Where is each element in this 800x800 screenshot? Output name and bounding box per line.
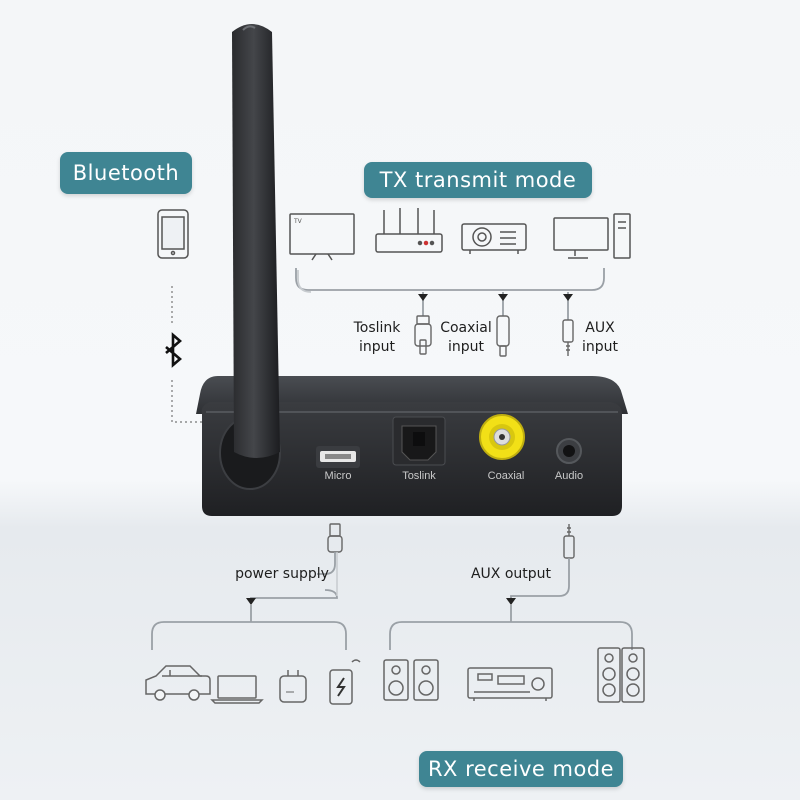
tv-icon: TV: [289, 213, 355, 261]
coaxial-port: [479, 414, 525, 460]
aux-output-label: AUX output: [470, 566, 552, 582]
aux-plug-icon: [562, 319, 574, 356]
audio-port-label: Audio: [554, 470, 584, 482]
toslink-port: [392, 416, 446, 466]
pc-monitor-icon: [553, 213, 631, 259]
toslink-input-label: Toslink input: [353, 320, 401, 355]
aux-input-label: AUX input: [581, 320, 618, 355]
coaxial-input-label: Coaxial input: [440, 320, 492, 355]
rx-arrowheads: [246, 598, 516, 605]
rx-brackets: [151, 605, 633, 650]
micro-port-label: Micro: [324, 470, 352, 482]
rx-mode-label: RX receive mode: [419, 751, 623, 787]
floor-speakers-icon: [597, 647, 645, 703]
micro-usb-port: [316, 446, 360, 468]
coaxial-port-label: Coaxial: [487, 470, 525, 482]
tx-arrowheads: [418, 294, 573, 301]
toslink-plug-icon: [414, 315, 432, 355]
laptop-icon: [210, 675, 264, 704]
antenna: [232, 24, 280, 458]
power-supply-label: power supply: [235, 566, 329, 582]
smartphone-icon: [157, 209, 189, 259]
audio-jack-port: [556, 438, 582, 464]
tx-mode-label: TX transmit mode: [364, 162, 592, 198]
power-cable: [250, 523, 343, 602]
av-receiver-icon: [467, 667, 553, 701]
bookshelf-speakers-icon: [383, 659, 439, 701]
power-bank-icon: [329, 659, 361, 705]
aux-cable: [510, 524, 575, 602]
charger-icon: [279, 670, 307, 703]
bluetooth-label: Bluetooth: [60, 152, 192, 194]
bluetooth-icon: [165, 332, 182, 368]
coaxial-plug-icon: [496, 315, 510, 357]
toslink-port-label: Toslink: [402, 470, 436, 482]
projector-icon: [461, 223, 527, 254]
car-icon: [145, 665, 211, 701]
tv-icon-text: TV: [293, 218, 303, 225]
router-icon: [375, 208, 443, 253]
